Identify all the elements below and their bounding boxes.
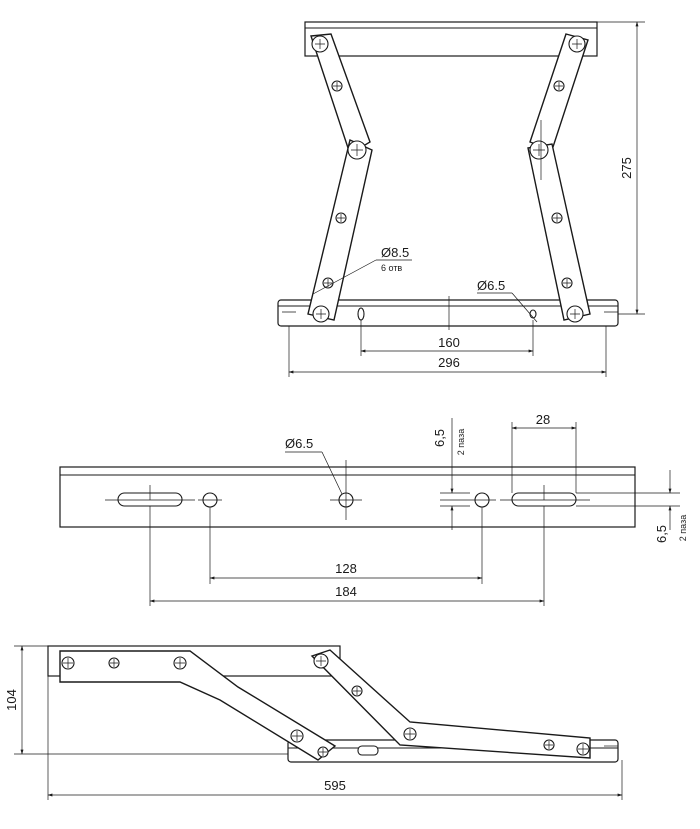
slot-width-label-left: 6,5: [432, 429, 447, 447]
slot-width-note-right: 2 паза: [678, 515, 688, 541]
length-label-595: 595: [324, 778, 346, 793]
hole-label-6-5-front: Ø6.5: [477, 278, 505, 293]
height-label-104: 104: [4, 689, 19, 711]
side-view: 104 595: [4, 645, 623, 800]
right-arm-lower: [527, 143, 591, 321]
spacing-label-160: 160: [438, 335, 460, 350]
hole-count-label: 6 отв: [381, 263, 402, 273]
front-view: 275 Ø8.5 6 отв Ø6.5 160 296: [277, 21, 645, 377]
side-arm-right: [310, 649, 591, 759]
spacing-label-296: 296: [438, 355, 460, 370]
slot-width-note-left: 2 паза: [456, 429, 466, 455]
top-plate: [304, 21, 598, 57]
slot-length-label: 28: [536, 412, 550, 427]
hole-label-8-5: Ø8.5: [381, 245, 409, 260]
bottom-view: Ø6.5 6,5 2 паза 28 6,5 2 паза 128 184: [59, 412, 688, 606]
side-arm-left: [59, 650, 337, 761]
left-arm-lower: [307, 139, 373, 321]
spacing-label-184: 184: [335, 584, 357, 599]
spacing-label-128: 128: [335, 561, 357, 576]
hole-label-6-5-bottom: Ø6.5: [285, 436, 313, 451]
left-arm-upper: [310, 33, 371, 156]
slot-width-label-right: 6,5: [654, 525, 669, 543]
height-label-275: 275: [619, 157, 634, 179]
